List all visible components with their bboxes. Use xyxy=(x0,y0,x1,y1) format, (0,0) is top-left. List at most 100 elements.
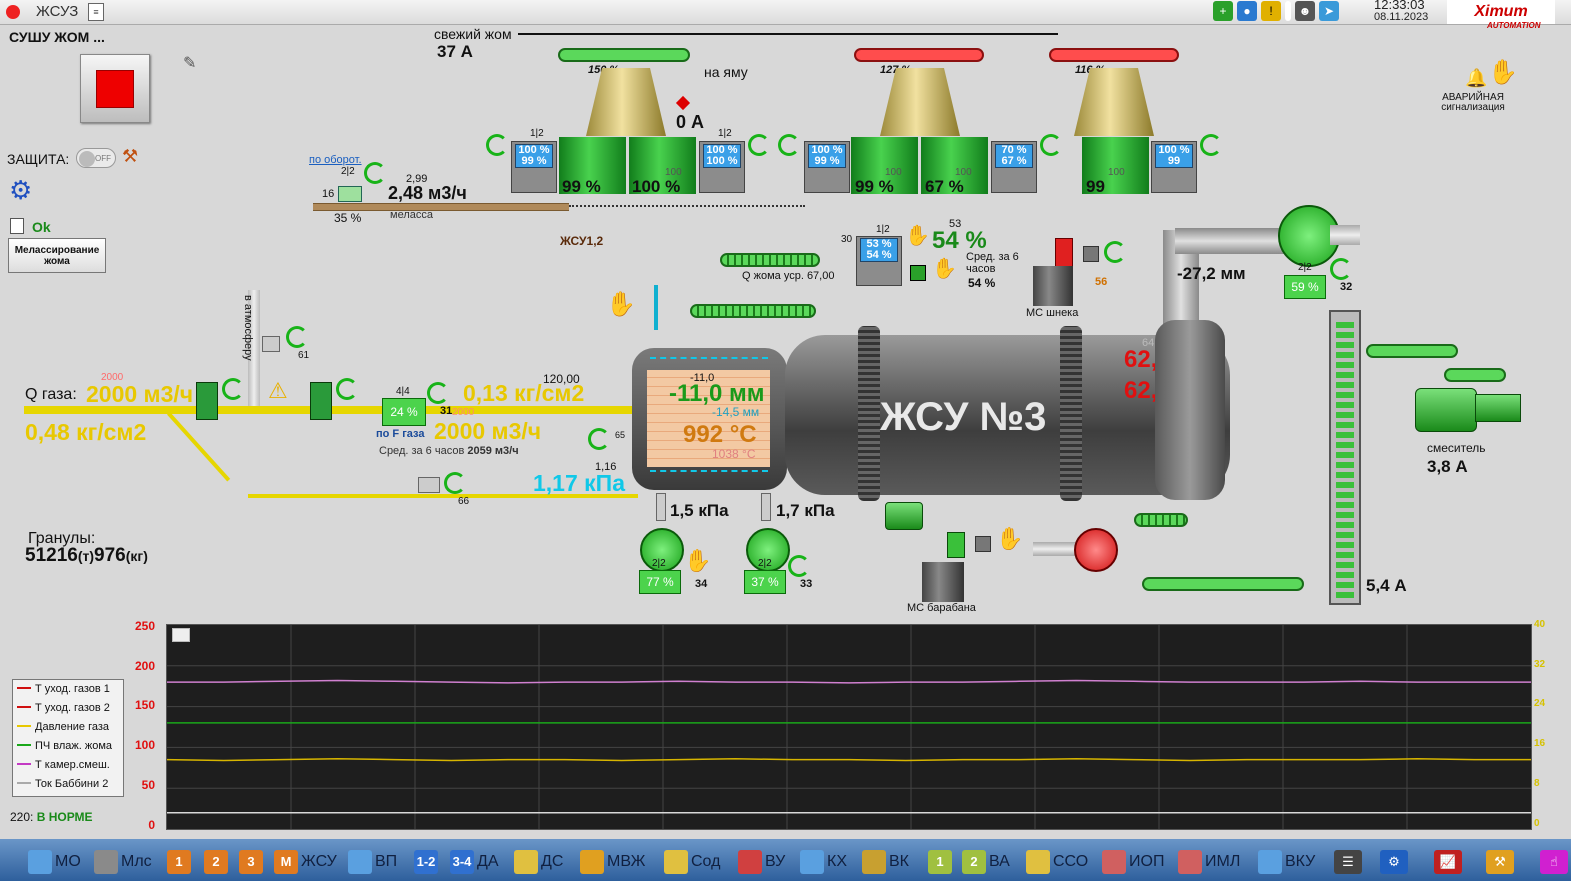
flow-valve-pct[interactable]: 24 % xyxy=(382,398,426,426)
sync-icon[interactable] xyxy=(427,382,449,404)
taskbar-item[interactable]: ДС xyxy=(514,849,563,875)
taskbar-item[interactable]: ИОП xyxy=(1102,849,1164,875)
screw-conveyor-bottom[interactable] xyxy=(690,304,816,318)
drum-motor[interactable] xyxy=(885,502,923,530)
taskbar-item[interactable]: МВЖ xyxy=(580,849,645,875)
gas-valve-1[interactable] xyxy=(196,382,218,420)
report-icon[interactable]: ≡ xyxy=(88,3,104,21)
screw-motor-icon[interactable] xyxy=(910,265,926,281)
taskbar-item[interactable]: ВКУ xyxy=(1258,849,1315,875)
sync-icon[interactable] xyxy=(222,378,244,400)
bunker-5-tank[interactable] xyxy=(1082,137,1149,194)
chat-icon[interactable]: ● xyxy=(1237,1,1257,21)
taskbar-item[interactable]: 3 xyxy=(239,849,266,875)
screw-conveyor-top[interactable] xyxy=(720,253,820,267)
stop-button[interactable] xyxy=(80,54,150,123)
sync-icon[interactable] xyxy=(486,134,508,156)
taskbar-item[interactable]: 1-2 xyxy=(414,849,441,875)
warning-triangle-icon[interactable]: ⚠ xyxy=(268,378,288,403)
manual-hand-icon[interactable]: ✋ xyxy=(606,291,636,318)
taskbar-item[interactable]: 1 xyxy=(928,849,955,875)
telegram-icon[interactable]: ➤ xyxy=(1319,1,1339,21)
gas-valve-2[interactable] xyxy=(310,382,332,420)
conveyor-1[interactable] xyxy=(558,48,690,62)
network-icon[interactable]: + xyxy=(1213,1,1233,21)
sync-icon[interactable] xyxy=(788,555,810,577)
legend-item[interactable]: ПЧ влаж. жома xyxy=(13,737,123,756)
sync-icon[interactable] xyxy=(336,378,358,400)
trend-chart[interactable] xyxy=(166,624,1532,830)
taskbar-item[interactable]: ВП xyxy=(348,849,397,875)
bunker-3-tank-a[interactable] xyxy=(851,137,918,194)
sync-icon[interactable] xyxy=(748,134,770,156)
legend-item[interactable]: Т камер.смеш. xyxy=(13,756,123,775)
discharge-fan-red[interactable] xyxy=(1074,528,1118,572)
manual-hand-icon[interactable]: ✋ xyxy=(684,548,712,573)
taskbar-item[interactable]: Млс xyxy=(94,849,152,875)
sync-icon[interactable] xyxy=(364,162,386,184)
legend-item[interactable]: Давление газа xyxy=(13,718,123,737)
operator-icon[interactable]: ☻ xyxy=(1295,1,1315,21)
taskbar-item[interactable]: 1 xyxy=(167,849,194,875)
taskbar-item[interactable]: ВУ xyxy=(738,849,785,875)
operator-tools-icon[interactable]: ⚒ xyxy=(1486,849,1517,875)
manual-hand-icon[interactable]: ✋ xyxy=(932,258,957,280)
discharge-screw[interactable] xyxy=(1134,513,1188,527)
control-box-icon[interactable] xyxy=(975,536,991,552)
sync-icon[interactable] xyxy=(1200,134,1222,156)
taskbar-item[interactable]: КХ xyxy=(800,849,847,875)
manual-hand-icon[interactable]: ✋ xyxy=(996,526,1024,551)
top-right-conveyor[interactable] xyxy=(1366,344,1458,358)
sync-icon[interactable] xyxy=(588,428,610,450)
taskbar-item[interactable]: ССО xyxy=(1026,849,1088,875)
sync-icon[interactable] xyxy=(444,472,466,494)
manual-hand-icon[interactable]: ✋ xyxy=(905,225,930,247)
sync-icon[interactable] xyxy=(1330,258,1352,280)
wrench-icon[interactable]: ✎ xyxy=(183,55,197,72)
bottom-conveyor[interactable] xyxy=(1142,577,1304,591)
taskbar-item[interactable]: Сод xyxy=(664,849,720,875)
fan-2-pct[interactable]: 37 % xyxy=(744,570,786,594)
trend-icon[interactable]: 📈 xyxy=(1434,849,1465,875)
conveyor-2[interactable] xyxy=(854,48,984,62)
taskbar-item[interactable]: ВК xyxy=(862,849,909,875)
sync-icon[interactable] xyxy=(778,134,800,156)
record-icon[interactable] xyxy=(6,5,20,19)
bunker-1-tank-b[interactable] xyxy=(629,137,696,194)
molasses-valve[interactable] xyxy=(338,186,362,202)
atmosphere-valve[interactable] xyxy=(262,336,280,352)
sync-icon[interactable] xyxy=(1104,241,1126,263)
settings-tools-icon[interactable]: ⚒ xyxy=(122,146,139,166)
conveyor-3[interactable] xyxy=(1049,48,1179,62)
warning-icon[interactable]: ! xyxy=(1261,1,1281,21)
by-turn-link[interactable]: по оборот. xyxy=(309,154,362,166)
taskbar-item[interactable]: ИМЛ xyxy=(1178,849,1240,875)
control-box-icon[interactable] xyxy=(1083,246,1099,262)
sync-icon[interactable] xyxy=(1040,134,1062,156)
mixer-motor[interactable] xyxy=(1475,394,1521,422)
fan-1[interactable] xyxy=(640,528,684,572)
touch-icon[interactable]: ☝ xyxy=(1540,849,1571,875)
molasses-button[interactable]: Мелассирование жома xyxy=(8,238,106,273)
exhaust-fan-pct[interactable]: 59 % xyxy=(1284,275,1326,299)
legend-item[interactable]: Т уход. газов 1 xyxy=(13,680,123,699)
mixer[interactable] xyxy=(1415,388,1477,432)
legend-item[interactable]: Т уход. газов 2 xyxy=(13,699,123,718)
alarm-hand-icon[interactable]: ✋ xyxy=(1488,59,1518,86)
fan-1-pct[interactable]: 77 % xyxy=(639,570,681,594)
settings-icon[interactable]: ⚙ xyxy=(1380,849,1411,875)
gear-icon[interactable]: ⚙ xyxy=(9,175,33,205)
taskbar-item[interactable]: МО xyxy=(28,849,81,875)
bunker-3-tank-b[interactable] xyxy=(921,137,988,194)
drum-motor-green[interactable] xyxy=(947,532,965,558)
screw-motor-red[interactable] xyxy=(1055,238,1073,268)
taskbar-item[interactable]: 2 xyxy=(204,849,231,875)
sync-icon[interactable] xyxy=(286,326,308,348)
bypass-valve[interactable] xyxy=(418,477,440,493)
menu-list-icon[interactable]: ☰ xyxy=(1334,849,1365,875)
alarm-bell-icon[interactable]: 🔔 xyxy=(1465,68,1488,88)
bunker-1-tank-a[interactable] xyxy=(559,137,626,194)
